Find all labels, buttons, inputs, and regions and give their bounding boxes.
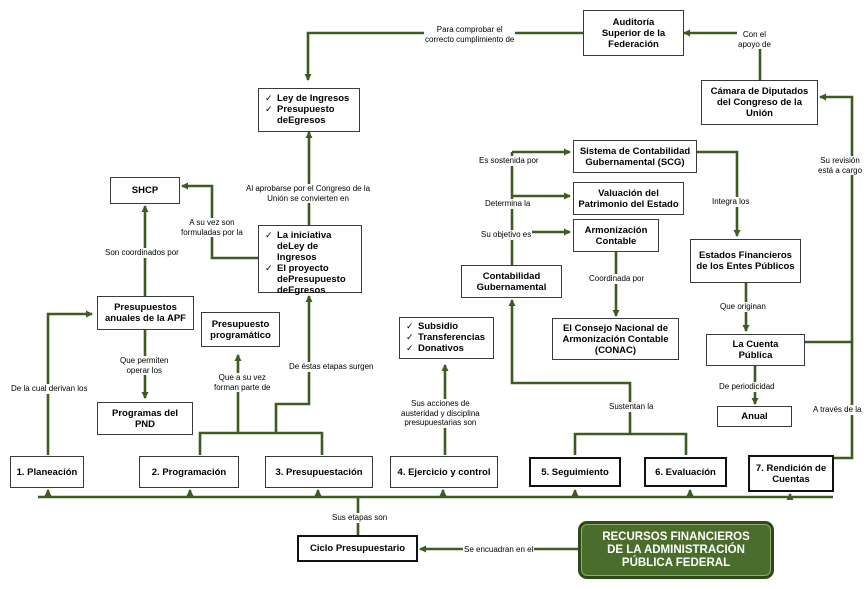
- iniciativa-item: ✓La iniciativa deLey de Ingresos: [265, 230, 332, 263]
- check-icon: ✓: [265, 230, 273, 240]
- label-de-estas-etapas: De éstas etapas surgen: [288, 362, 375, 372]
- label-determina: Determina la: [484, 199, 532, 209]
- ley-item: ✓Ley de Ingresos: [265, 93, 350, 104]
- iniciativa-box: ✓La iniciativa deLey de Ingresos ✓El pro…: [258, 225, 362, 296]
- recursos-financieros-box: RECURSOS FINANCIEROS DE LA ADMINISTRACIÓ…: [578, 521, 774, 579]
- check-icon: ✓: [406, 343, 414, 353]
- subsidio-item: ✓Donativos: [406, 343, 464, 354]
- check-icon: ✓: [265, 104, 273, 114]
- check-icon: ✓: [406, 332, 414, 342]
- label-periodicidad: De periodicidad: [718, 382, 776, 392]
- ley-item: ✓Presupuesto deEgresos: [265, 104, 335, 126]
- label-integra: Integra los: [711, 197, 751, 207]
- label-que-originan: Que originan: [719, 302, 767, 312]
- label-de-la-cual: De la cual derivan los: [10, 384, 89, 394]
- label-a-traves: A través de la: [812, 405, 863, 415]
- subsidio-item: ✓Transferencias: [406, 332, 486, 343]
- anual-box: Anual: [717, 406, 792, 427]
- label-sus-etapas: Sus etapas son: [331, 513, 389, 523]
- stage-presupuestacion: 3. Presupuestación: [265, 456, 373, 488]
- ley-ingresos-box: ✓Ley de Ingresos ✓Presupuesto deEgresos: [258, 88, 360, 132]
- shcp-box: SHCP: [110, 177, 180, 204]
- subsidio-item: ✓Subsidio: [406, 321, 459, 332]
- stage-ejercicio-control: 4. Ejercicio y control: [390, 456, 498, 488]
- check-icon: ✓: [265, 93, 273, 103]
- stage-seguimiento: 5. Seguimiento: [529, 457, 621, 487]
- stage-programacion: 2. Programación: [139, 456, 239, 488]
- iniciativa-item: ✓El proyecto dePresupuesto deEgresos: [265, 263, 346, 296]
- check-icon: ✓: [406, 321, 414, 331]
- label-sustentan: Sustentan la: [608, 402, 655, 412]
- check-icon: ✓: [265, 263, 273, 273]
- ciclo-presupuestario-box: Ciclo Presupuestario: [297, 535, 418, 562]
- stage-planeacion: 1. Planeación: [10, 456, 84, 488]
- stage-evaluacion: 6. Evaluación: [644, 457, 727, 487]
- label-objetivo: Su objetivo es: [480, 230, 533, 240]
- label-es-sostenida: Es sostenida por: [478, 156, 540, 166]
- label-coordinada: Coordinada por: [588, 274, 646, 284]
- label-son-coordinados: Son coordinados por: [104, 248, 180, 258]
- label-se-encuadran: Se encuadran en el: [463, 545, 535, 555]
- subsidio-box: ✓Subsidio ✓Transferencias ✓Donativos: [399, 317, 494, 359]
